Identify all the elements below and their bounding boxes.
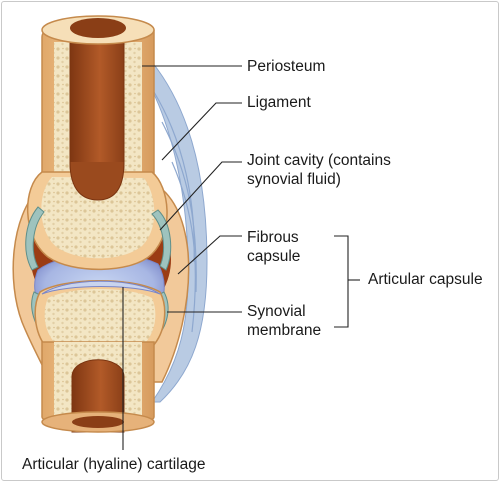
lower-bone-marrow-opening bbox=[72, 416, 124, 428]
upper-bone-head-spongy bbox=[41, 177, 155, 259]
ligament-fibers bbox=[141, 61, 208, 403]
upper-bone-marrow-opening bbox=[70, 18, 126, 38]
label-articular-capsule: Articular capsule bbox=[368, 271, 483, 288]
leader-fibrous-capsule bbox=[177, 235, 242, 275]
label-joint-cavity: Joint cavity (contains synovial fluid) bbox=[247, 152, 391, 188]
lower-bone-cartilage-cap bbox=[41, 280, 161, 295]
leader-lines bbox=[122, 65, 360, 450]
leader-ligament bbox=[161, 102, 242, 161]
leader-joint-cavity bbox=[159, 161, 242, 231]
synovial-membrane-right-upper bbox=[151, 209, 172, 271]
label-ligament: Ligament bbox=[247, 94, 311, 111]
label-synovial-membrane: Synovial membrane bbox=[247, 303, 322, 339]
articular-capsule-bracket bbox=[334, 235, 349, 328]
label-periosteum: Periosteum bbox=[247, 58, 326, 75]
synovial-membrane-left bbox=[25, 206, 45, 271]
upper-marrow-tip bbox=[69, 161, 125, 201]
label-articular-cartilage: Articular (hyaline) cartilage bbox=[22, 456, 206, 473]
label-fibrous-capsule: Fibrous capsule bbox=[247, 229, 301, 265]
lower-bone-head-spongy bbox=[44, 289, 156, 342]
